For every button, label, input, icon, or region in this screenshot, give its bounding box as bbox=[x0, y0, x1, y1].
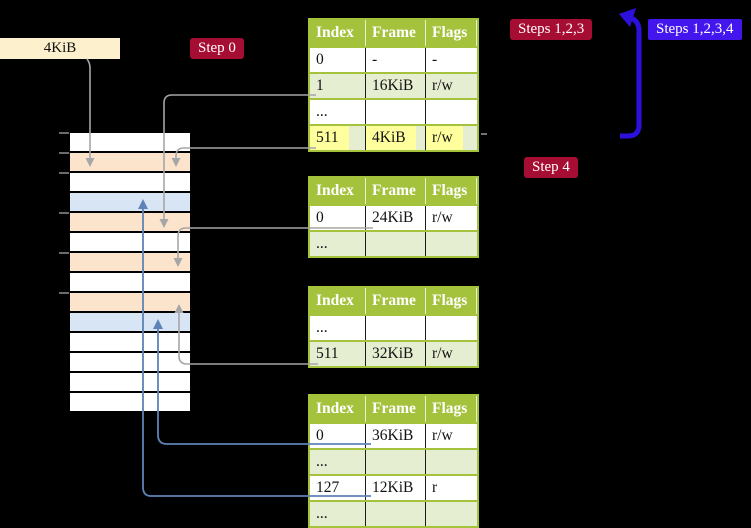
memory-frame-row-2 bbox=[70, 153, 190, 171]
memory-frame-row-13 bbox=[70, 373, 190, 391]
steps123-badge: Steps 1,2,3 bbox=[510, 19, 593, 40]
header-flags: Flags bbox=[426, 288, 477, 314]
table-header-row: Index Frame Flags bbox=[310, 178, 477, 204]
table-row-highlighted: 511 4KiB r/w bbox=[310, 124, 477, 150]
memory-frame-row-10 bbox=[70, 313, 190, 331]
steps-loop-arrow bbox=[620, 15, 642, 139]
table-header-row: Index Frame Flags bbox=[310, 288, 477, 314]
physical-memory-strip bbox=[70, 133, 190, 413]
table-row: 0 24KiB r/w bbox=[310, 204, 477, 230]
cell-index: ... bbox=[310, 450, 366, 474]
header-index: Index bbox=[310, 178, 366, 204]
cell-index: 511 bbox=[310, 126, 366, 150]
cell-flags: r/w bbox=[432, 345, 453, 362]
memory-frame-row-5 bbox=[70, 213, 190, 231]
header-flags: Flags bbox=[426, 20, 477, 46]
cell-frame: - bbox=[366, 48, 426, 72]
arrow-l2-entry511-to-32kib bbox=[178, 313, 318, 365]
table-header-row: Index Frame Flags bbox=[310, 20, 477, 46]
memory-frame-row-9 bbox=[70, 293, 190, 311]
page-table-level-4: Index Frame Flags 0 - - 1 16KiB r/w ... … bbox=[308, 18, 479, 152]
cell-frame: 4KiB bbox=[366, 126, 426, 150]
cell-index: 511 bbox=[310, 342, 366, 366]
table-row: 127 12KiB r bbox=[310, 474, 477, 500]
cell-flags: r/w bbox=[432, 77, 453, 94]
memory-frame-row-12 bbox=[70, 353, 190, 371]
cell-index: 1 bbox=[310, 74, 366, 98]
memory-frame-row-1 bbox=[70, 133, 190, 151]
header-flags: Flags bbox=[426, 396, 477, 422]
header-frame: Frame bbox=[366, 396, 426, 422]
steps-loop-arrowhead bbox=[619, 8, 636, 27]
cell-frame bbox=[366, 100, 426, 124]
cell-flags: r/w bbox=[432, 209, 453, 226]
cell-frame bbox=[366, 502, 426, 526]
cell-index: ... bbox=[310, 316, 366, 340]
cell-flags bbox=[426, 502, 477, 526]
table-row: ... bbox=[310, 500, 477, 526]
cell-frame: 12KiB bbox=[366, 476, 426, 500]
cell-index: 127 bbox=[310, 476, 366, 500]
step4-badge: Step 4 bbox=[524, 157, 578, 178]
table-row: ... bbox=[310, 448, 477, 474]
cell-flags bbox=[426, 232, 477, 256]
memory-frame-row-3 bbox=[70, 173, 190, 191]
memory-frame-row-4 bbox=[70, 193, 190, 211]
cell-index: ... bbox=[310, 232, 366, 256]
l4-frame-address-box: 4KiB bbox=[0, 38, 120, 59]
arrow-l4-entry511-recursive bbox=[175, 147, 316, 158]
cell-frame bbox=[366, 232, 426, 256]
cell-frame: 24KiB bbox=[366, 206, 426, 230]
cell-frame bbox=[366, 450, 426, 474]
cell-index: 0 bbox=[310, 206, 366, 230]
memory-frame-row-8 bbox=[70, 273, 190, 291]
cell-index: 0 bbox=[310, 424, 366, 448]
cell-flags bbox=[426, 316, 477, 340]
header-frame: Frame bbox=[366, 20, 426, 46]
table-header-row: Index Frame Flags bbox=[310, 396, 477, 422]
cell-flags: r/w bbox=[426, 126, 477, 150]
memory-strip-tick-marks bbox=[59, 132, 69, 294]
cell-frame: 16KiB bbox=[366, 74, 426, 98]
page-table-level-2: Index Frame Flags ... 511 32KiB r/w bbox=[308, 286, 479, 368]
step0-badge: Step 0 bbox=[190, 38, 244, 59]
header-flags: Flags bbox=[426, 178, 477, 204]
cell-flags: r/w bbox=[432, 427, 453, 444]
table-row: 1 16KiB r/w bbox=[310, 72, 477, 98]
steps1234-badge: Steps 1,2,3,4 bbox=[648, 19, 742, 40]
memory-frame-row-14 bbox=[70, 393, 190, 411]
memory-frame-row-7 bbox=[70, 253, 190, 271]
table-row: 0 36KiB r/w bbox=[310, 422, 477, 448]
cell-flags bbox=[426, 450, 477, 474]
cell-frame bbox=[366, 316, 426, 340]
cell-frame: 36KiB bbox=[366, 424, 426, 448]
memory-frame-row-6 bbox=[70, 233, 190, 251]
cell-frame: 32KiB bbox=[366, 342, 426, 366]
cell-flags: - bbox=[432, 51, 438, 68]
header-index: Index bbox=[310, 20, 366, 46]
header-index: Index bbox=[310, 396, 366, 422]
page-table-level-1: Index Frame Flags 0 36KiB r/w ... 127 12… bbox=[308, 394, 479, 528]
table-row: ... bbox=[310, 98, 477, 124]
cell-index: 0 bbox=[310, 48, 366, 72]
cell-index: ... bbox=[310, 502, 366, 526]
cell-index: ... bbox=[310, 100, 366, 124]
memory-frame-row-11 bbox=[70, 333, 190, 351]
page-table-level-3: Index Frame Flags 0 24KiB r/w ... bbox=[308, 176, 479, 258]
cell-flags: r bbox=[432, 479, 438, 496]
header-frame: Frame bbox=[366, 178, 426, 204]
table-row: ... bbox=[310, 314, 477, 340]
header-index: Index bbox=[310, 288, 366, 314]
header-frame: Frame bbox=[366, 288, 426, 314]
table-row: 511 32KiB r/w bbox=[310, 340, 477, 366]
table-row: ... bbox=[310, 230, 477, 256]
table-row: 0 - - bbox=[310, 46, 477, 72]
cell-flags bbox=[426, 100, 477, 124]
